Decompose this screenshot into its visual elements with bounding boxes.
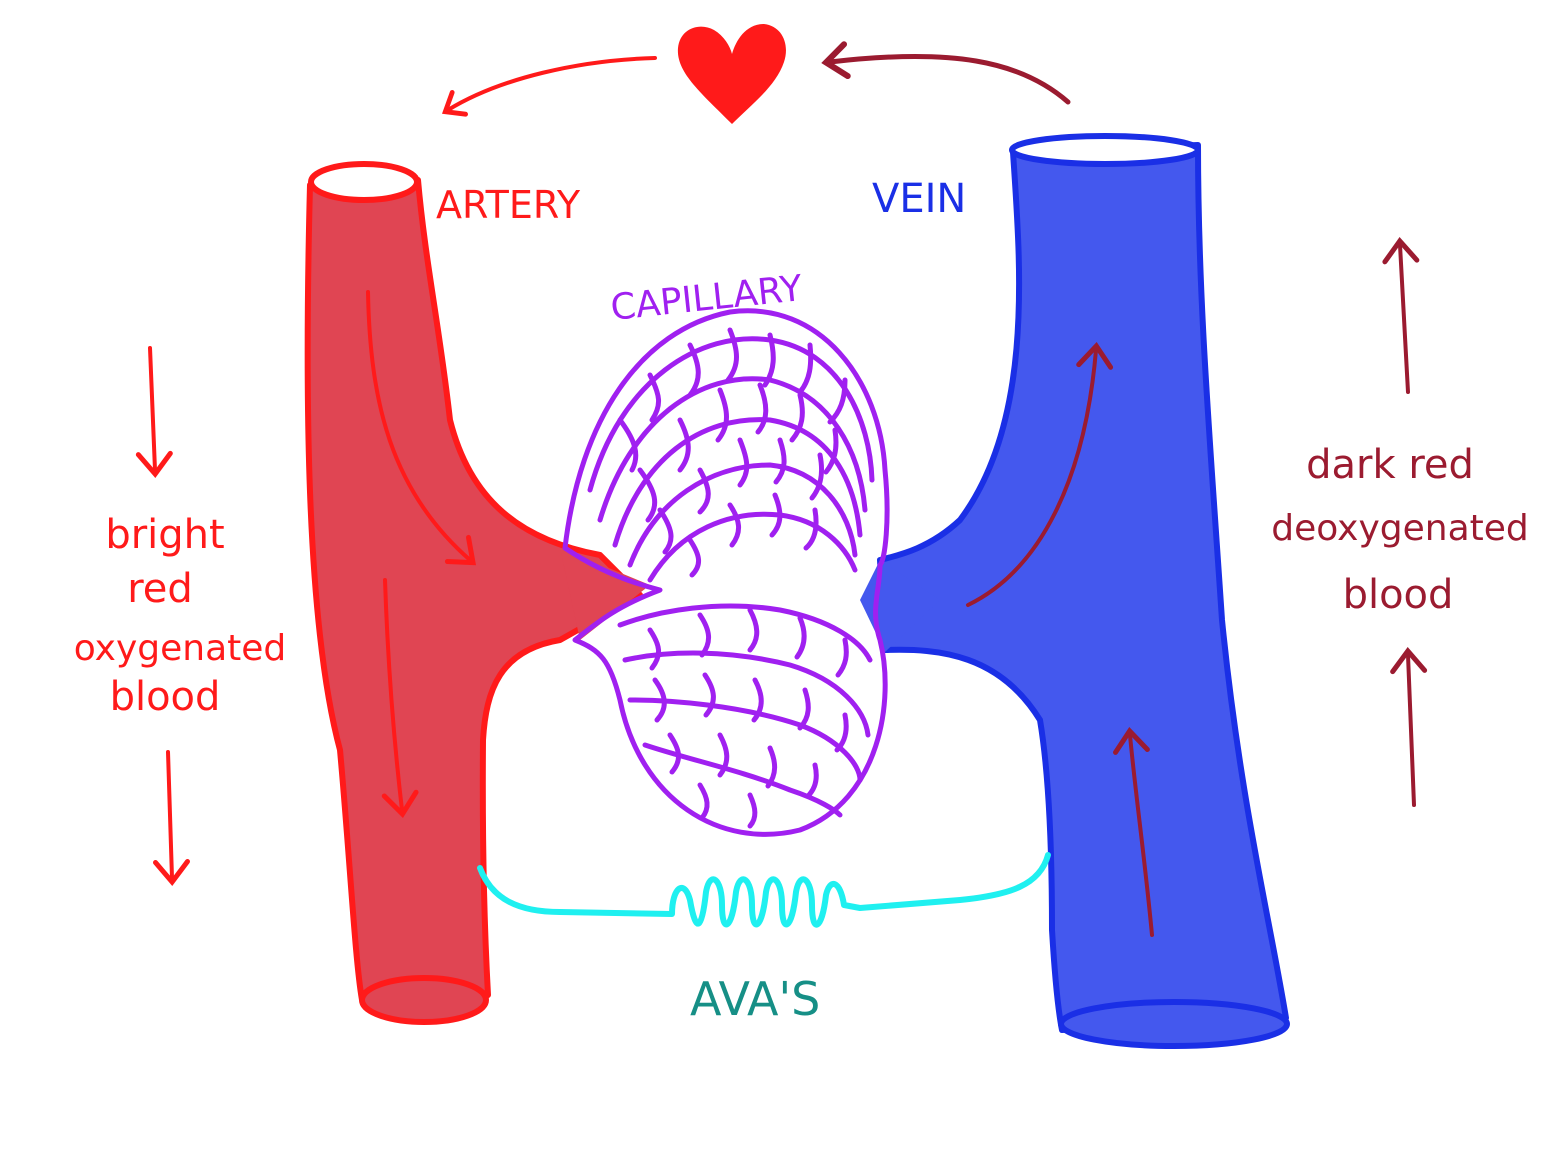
artery-branch bbox=[560, 548, 650, 640]
right-note-line-1: dark red bbox=[1306, 442, 1474, 488]
vein-flow-arrow-up bbox=[1113, 727, 1154, 937]
right-arrow-top bbox=[1382, 237, 1420, 394]
right-note-line-2: deoxygenated bbox=[1271, 508, 1529, 549]
artery-label: ARTERY bbox=[436, 183, 581, 227]
artery-flow-arrow-branch bbox=[366, 290, 477, 566]
heart-icon bbox=[677, 24, 786, 124]
vein-label: VEIN bbox=[872, 176, 966, 222]
left-arrow-bottom bbox=[153, 750, 190, 886]
arrow-vein-to-heart bbox=[821, 41, 1071, 105]
left-note-line-4: blood bbox=[110, 674, 221, 720]
artery-flow-arrow-down bbox=[381, 578, 419, 818]
right-note: dark red deoxygenated blood bbox=[1271, 442, 1529, 618]
vein-top-opening bbox=[1009, 133, 1201, 167]
capillary-network bbox=[562, 308, 890, 837]
left-note: bright red oxygenated blood bbox=[74, 512, 287, 720]
left-note-line-3: oxygenated bbox=[74, 628, 287, 669]
vein-bottom-opening bbox=[1058, 999, 1290, 1049]
vein-flow-arrow-branch bbox=[966, 342, 1114, 607]
artery-top-opening bbox=[308, 161, 420, 203]
left-note-line-1: bright bbox=[105, 512, 224, 558]
artery-bottom-opening bbox=[359, 975, 489, 1025]
right-arrow-bottom bbox=[1390, 647, 1428, 807]
ava-shunt bbox=[477, 852, 1051, 928]
right-note-line-3: blood bbox=[1343, 572, 1454, 618]
avas-label: AVA'S bbox=[690, 972, 820, 1026]
left-note-line-2: red bbox=[127, 566, 193, 612]
arrow-heart-to-artery bbox=[442, 56, 657, 117]
left-arrow-top bbox=[135, 346, 173, 478]
vein-vessel bbox=[877, 142, 1289, 1033]
